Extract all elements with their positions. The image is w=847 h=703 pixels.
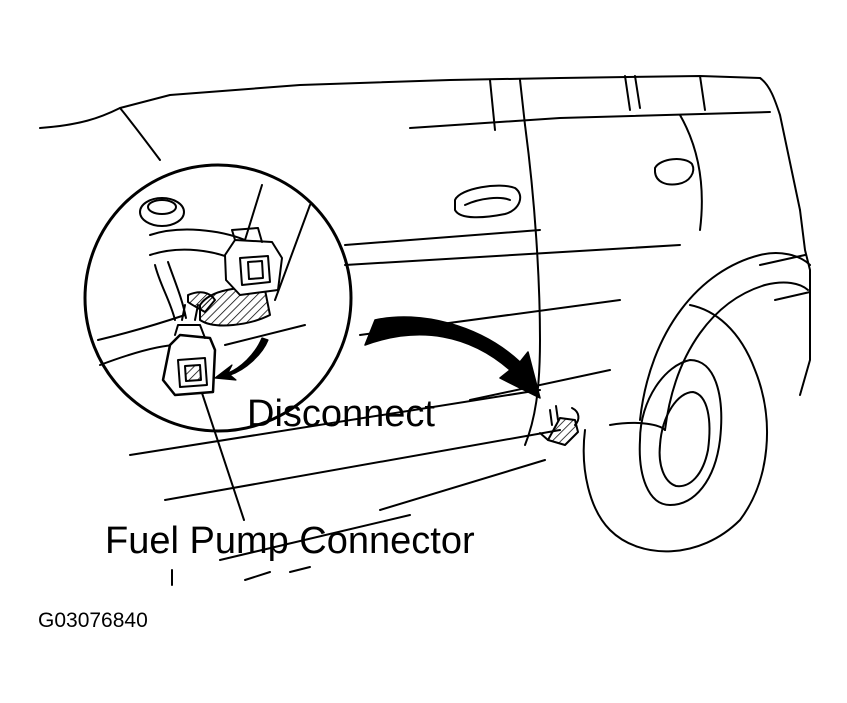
fuel-pump-connector-label: Fuel Pump Connector (105, 520, 475, 562)
fuel-pump-leader-line (201, 392, 245, 521)
disconnect-label: Disconnect (247, 393, 435, 435)
fuel-pump-connector-on-vehicle (539, 405, 580, 446)
connector-detail (97, 184, 311, 397)
disconnect-arrow (364, 316, 541, 399)
detail-circle (83, 163, 353, 433)
vehicle-body (39, 75, 811, 586)
figure-id-label: G03076840 (38, 609, 148, 632)
